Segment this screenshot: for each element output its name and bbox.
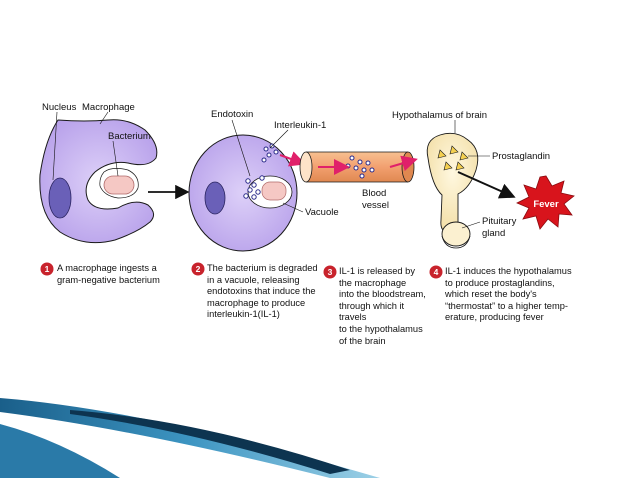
macrophage-cell xyxy=(39,119,158,244)
nucleus-2-shape xyxy=(204,181,226,215)
endotoxin-label: Endotoxin xyxy=(211,109,254,120)
macrophage-label: Macrophage xyxy=(82,102,135,113)
step-3-badge: 3 xyxy=(324,266,336,278)
nucleus-label: Nucleus xyxy=(42,102,77,113)
step-1-caption: A macrophage ingests a gram-negative bac… xyxy=(57,263,160,285)
step-2-caption: The bacterium is degraded in a vacuole, … xyxy=(207,263,318,320)
prostaglandin-label: Prostaglandin xyxy=(492,151,551,162)
step-3-caption: IL-1 is released by the macrophage into … xyxy=(339,266,426,346)
blood-vessel-label-2: vessel xyxy=(362,200,389,211)
step-1-badge: 1 xyxy=(41,263,53,275)
blood-vessel-label-1: Blood xyxy=(362,188,387,199)
interleukin-label: Interleukin-1 xyxy=(274,120,327,131)
fever-label: Fever xyxy=(533,199,559,210)
endotoxin-particles xyxy=(243,143,279,200)
step-4-caption: IL-1 induces the hypothalamus to produce… xyxy=(445,266,572,323)
step-2-badge: 2 xyxy=(192,263,204,275)
bacterium-label: Bacterium xyxy=(108,131,151,142)
degraded-bacterium-shape xyxy=(261,181,287,201)
hypothalamus-label: Hypothalamus of brain xyxy=(392,110,488,121)
macrophage-vacuole-cell xyxy=(188,119,304,252)
pituitary-shape xyxy=(441,221,471,247)
pituitary-label-1: Pituitary xyxy=(482,216,517,227)
hypothalamus-brain xyxy=(426,120,490,249)
fever-burst xyxy=(516,175,575,230)
bacterium-shape xyxy=(103,175,135,195)
decorative-slide-bars xyxy=(0,398,380,478)
vacuole-label: Vacuole xyxy=(305,207,339,218)
step-4-badge: 4 xyxy=(430,266,442,278)
pituitary-label-2: gland xyxy=(482,228,506,239)
nucleus-shape xyxy=(48,177,72,219)
blood-vessel xyxy=(299,151,418,183)
fever-arrow xyxy=(457,171,516,199)
il1-release-arrow xyxy=(279,151,306,167)
